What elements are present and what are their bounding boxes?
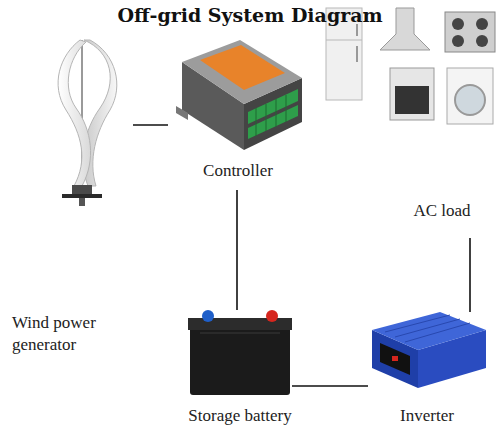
component-label: AC load bbox=[392, 200, 492, 222]
controller-top bbox=[182, 40, 302, 104]
negative-terminal bbox=[202, 310, 214, 322]
component-node: Wind power generator bbox=[45, 35, 133, 203]
battery-illustration bbox=[188, 310, 292, 395]
turbine-hub bbox=[72, 185, 92, 194]
wire-line bbox=[469, 238, 471, 312]
inverter-illustration bbox=[372, 312, 486, 388]
component-label: Inverter bbox=[348, 405, 500, 427]
terminal-divider bbox=[286, 95, 287, 122]
mount-flange bbox=[176, 106, 188, 120]
power-switch bbox=[392, 356, 398, 361]
component-node: Controller bbox=[168, 38, 308, 190]
diagram-title: Off-grid System Diagram bbox=[0, 4, 500, 26]
wind-turbine-illustration bbox=[58, 40, 117, 206]
battery-body bbox=[190, 325, 290, 395]
component-label: Controller bbox=[168, 160, 308, 182]
burner bbox=[452, 18, 464, 30]
wire-line bbox=[292, 385, 368, 387]
component-label: Wind power generator bbox=[12, 312, 122, 356]
component-label: Storage battery bbox=[158, 405, 322, 427]
wire-line bbox=[133, 124, 168, 126]
turbine-pole bbox=[79, 198, 85, 206]
component-node: Storage battery bbox=[188, 310, 292, 398]
inverter-top bbox=[372, 312, 486, 350]
controller-label-plate bbox=[200, 45, 285, 90]
terminal-divider bbox=[276, 99, 277, 127]
terminal-strip bbox=[248, 105, 298, 139]
wire-line bbox=[236, 190, 238, 310]
washer-door bbox=[455, 85, 485, 115]
burner bbox=[476, 18, 488, 30]
terminal-divider bbox=[256, 108, 257, 136]
washing-machine bbox=[447, 68, 493, 124]
cooling-fin bbox=[385, 315, 450, 332]
turbine-flange bbox=[62, 194, 102, 198]
terminal-divider bbox=[266, 104, 267, 131]
cooling-fin bbox=[405, 323, 470, 342]
range-hood bbox=[380, 8, 430, 50]
burner bbox=[452, 35, 464, 47]
turbine-blade bbox=[58, 40, 90, 186]
oven-window bbox=[395, 86, 429, 114]
component-node: AC load bbox=[318, 5, 498, 238]
component-node: Inverter bbox=[368, 312, 486, 388]
oven bbox=[390, 68, 434, 120]
battery-rib bbox=[200, 333, 280, 334]
fridge-handle bbox=[356, 46, 358, 62]
inverter-panel bbox=[380, 343, 410, 375]
controller-illustration bbox=[176, 40, 302, 150]
positive-terminal bbox=[266, 310, 278, 322]
cooling-fin bbox=[395, 319, 460, 337]
cooktop bbox=[445, 12, 495, 52]
burner bbox=[476, 35, 488, 47]
fridge-divider bbox=[326, 40, 362, 41]
